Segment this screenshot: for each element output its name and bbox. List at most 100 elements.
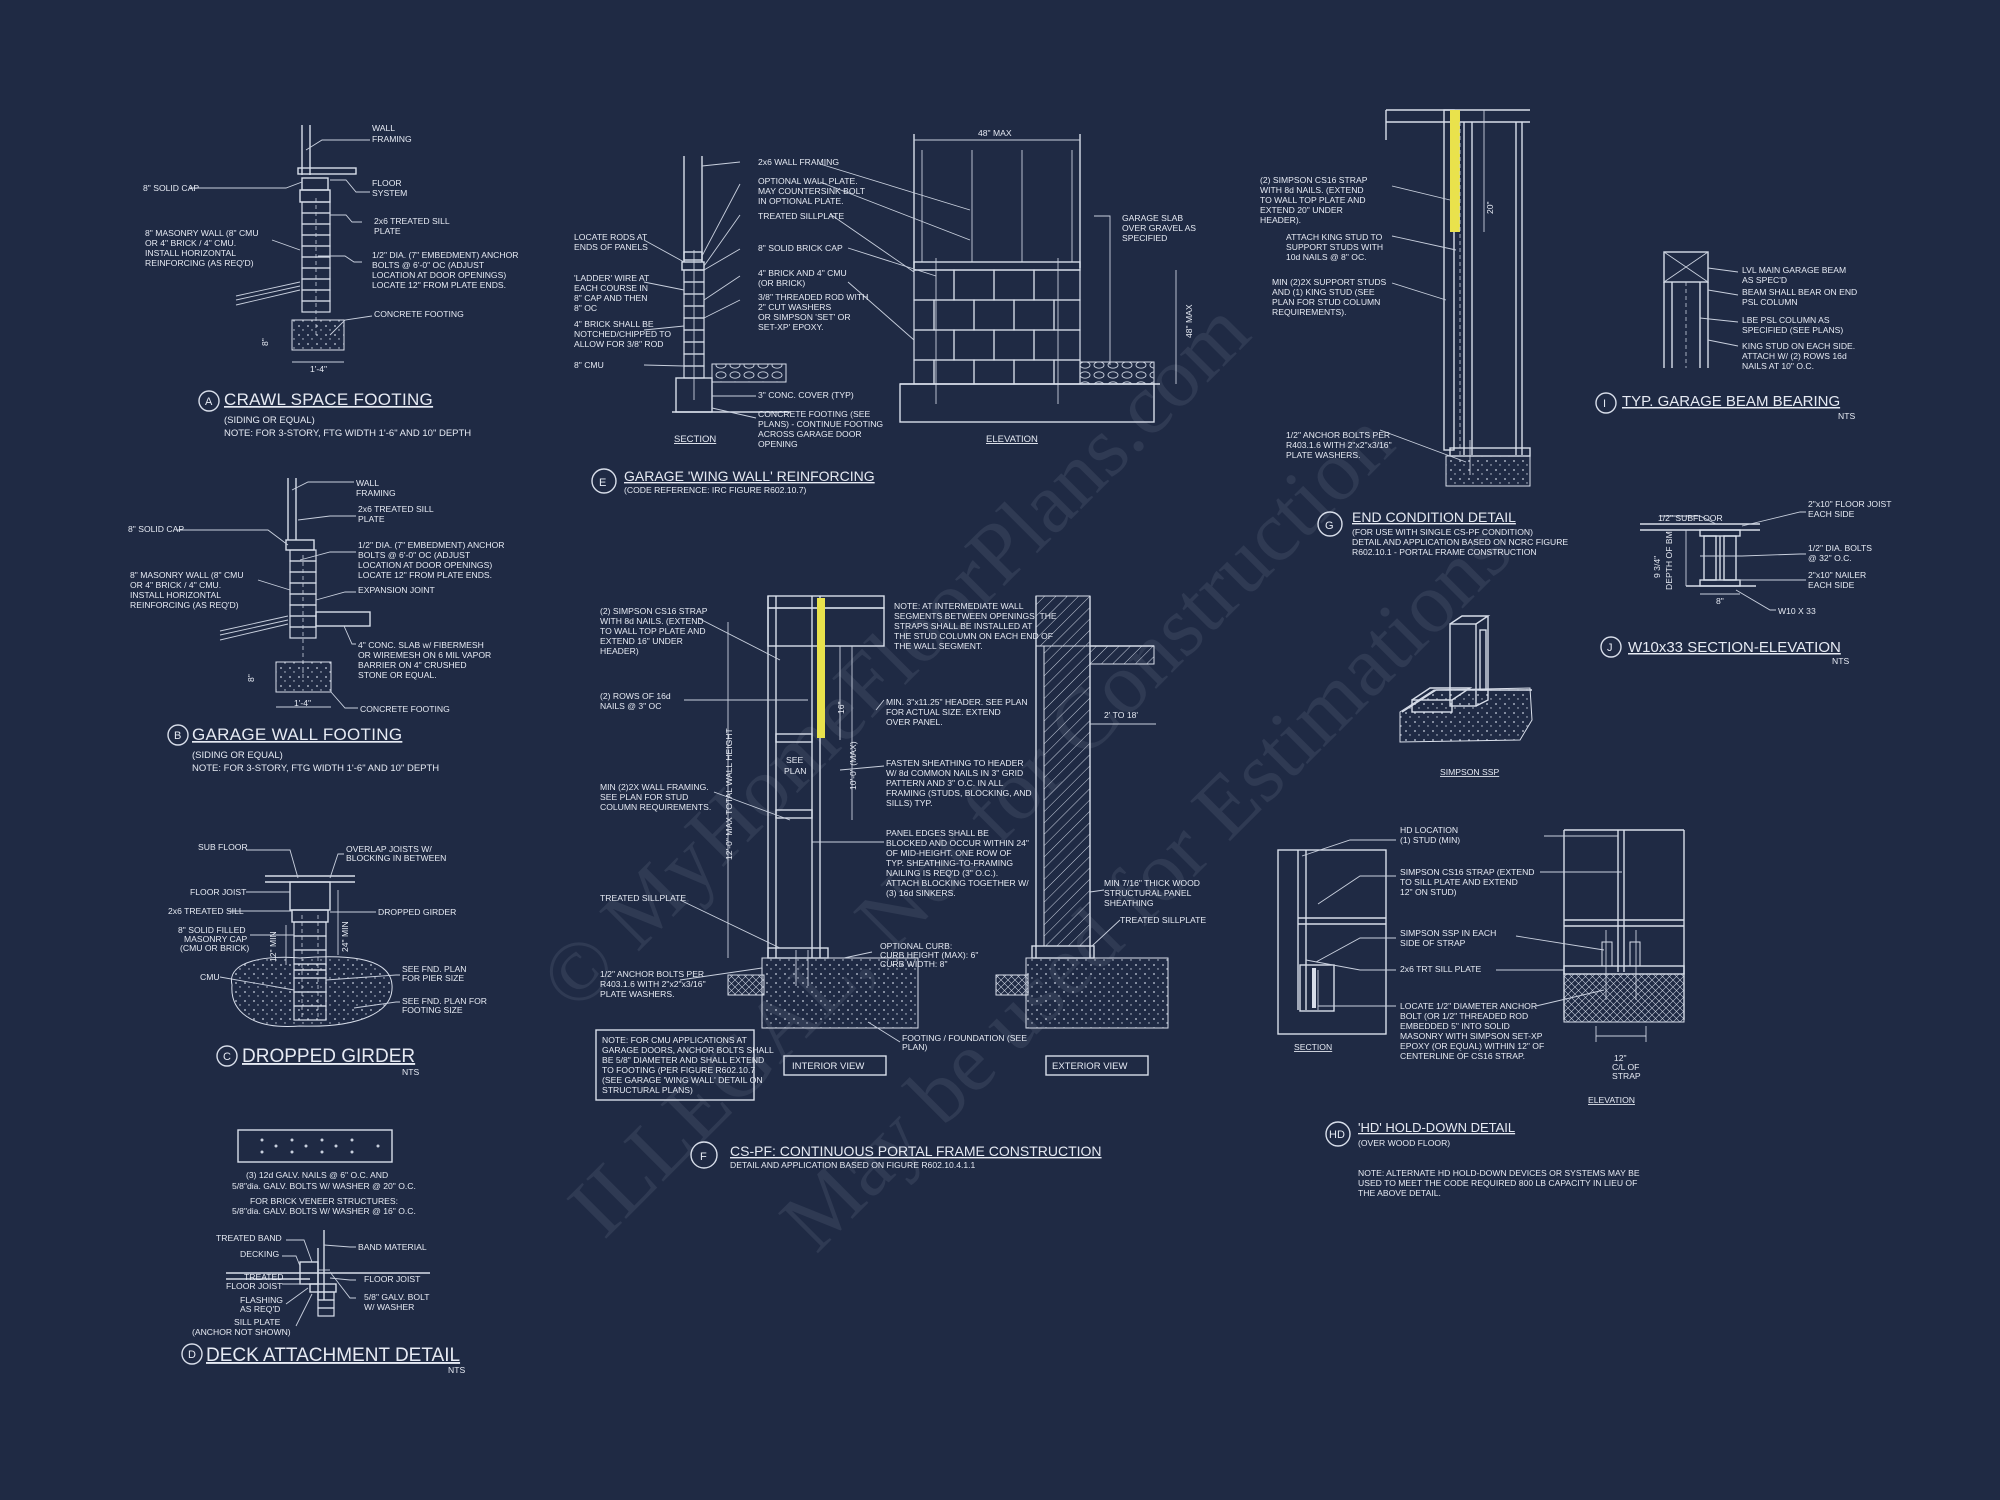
j-note-bolts-1: 1/2" DIA. BOLTS (1808, 543, 1872, 553)
d-note-treated-band: TREATED BAND (216, 1233, 282, 1243)
e-note-footing-3: ACROSS GARAGE DOOR (758, 429, 862, 439)
detail-c-notes: SUB FLOOR OVERLAP JOISTS W/ BLOCKING IN … (168, 842, 487, 1015)
e-note-framing: 2x6 WALL FRAMING (758, 157, 839, 167)
e-note-brick-cmu-1: 4" BRICK AND 4" CMU (758, 268, 847, 278)
detail-b-garage-wall-footing: 1'-4" 8" WALL FRAMING 8" SOLID CAP 2x6 T… (128, 478, 505, 774)
d-title: DECK ATTACHMENT DETAIL (206, 1345, 460, 1366)
f-note-curb-2: CURB HEIGHT (MAX): 6" (880, 950, 978, 960)
c-tag: C (223, 1051, 231, 1063)
hd-note-anchor-6: CENTERLINE OF CS16 STRAP. (1400, 1051, 1525, 1061)
e-dim-48max-side: 48" MAX (1184, 304, 1194, 338)
g-note-strap-1: (2) SIMPSON CS16 STRAP (1260, 175, 1368, 185)
f-sub1: DETAIL AND APPLICATION BASED ON FIGURE R… (730, 1160, 976, 1170)
a-note-wall: WALL (372, 123, 395, 133)
d-nts: NTS (448, 1365, 465, 1375)
d-note-floor-joist: FLOOR JOIST (364, 1274, 421, 1284)
f-note-panel-1: PANEL EDGES SHALL BE (886, 828, 989, 838)
j-note-bolts-2: @ 32" O.C. (1808, 553, 1852, 563)
hd-note-strap-1: SIMPSON CS16 STRAP (EXTEND (1400, 867, 1535, 877)
e-note-rods-1: LOCATE RODS AT (574, 232, 648, 242)
a-note-bolt-2: BOLTS @ 6'-0" OC (ADJUST (372, 260, 485, 270)
d-note-treated: TREATED (244, 1272, 283, 1282)
d-note-sill: SILL PLATE (234, 1317, 281, 1327)
f-cmu-note-6: STRUCTURAL PLANS) (602, 1085, 693, 1095)
f-note-header-3: OVER PANEL. (886, 717, 943, 727)
b-note-masonry-1: 8" MASONRY WALL (8" CMU (130, 570, 244, 580)
f-note-framing-3: COLUMN REQUIREMENTS. (600, 802, 711, 812)
a-dim-width: 1'-4" (310, 364, 327, 374)
detail-a-crawl-space-footing: 1'-4" 8" WALL FRAMING 8" SOLID CAP FLOOR… (143, 123, 519, 439)
e-note-ladder-2: EACH COURSE IN (574, 283, 648, 293)
detail-f-notes: (2) SIMPSON CS16 STRAP WITH 8d NAILS. (E… (600, 601, 1206, 1052)
detail-b-notes: WALL FRAMING 8" SOLID CAP 2x6 TREATED SI… (128, 478, 505, 714)
f-note-panel-3: OF MID-HEIGHT. ONE ROW OF (886, 848, 1012, 858)
detail-e-notes: 2x6 WALL FRAMING OPTIONAL WALL PLATE. MA… (574, 157, 1196, 449)
f-note-curb-3: CURB WIDTH: 8" (880, 959, 948, 969)
f-note-fasten-3: PATTERN AND 3" O.C. IN ALL (886, 778, 1004, 788)
d-note-band-material: BAND MATERIAL (358, 1242, 427, 1252)
f-note-strap-5: HEADER) (600, 646, 639, 656)
f-note-footing-2: PLAN) (902, 1042, 927, 1052)
f-note-anchor-3: PLATE WASHERS. (600, 989, 675, 999)
j-note-subfloor: 1/2" SUBFLOOR (1658, 513, 1723, 523)
e-note-slab-1: GARAGE SLAB (1122, 213, 1183, 223)
e-note-rods-2: ENDS OF PANELS (574, 242, 648, 252)
f-cmu-note-5: (SEE GARAGE 'WING WALL' DETAIL ON (602, 1075, 763, 1085)
c-note-dropped-girder: DROPPED GIRDER (378, 907, 456, 917)
f-note-panel-6: ATTACH BLOCKING TOGETHER W/ (886, 878, 1029, 888)
f-tag: F (700, 1151, 707, 1163)
f-note-fasten-2: W/ 8d COMMON NAILS IN 3" GRID (886, 768, 1023, 778)
i-note-king-3: NAILS AT 10" O.C. (1742, 361, 1814, 371)
b-note-slab-3: BARRIER ON 4" CRUSHED (358, 660, 467, 670)
e-note-slab-2: OVER GRAVEL AS (1122, 223, 1196, 233)
detail-i-notes: LVL MAIN GARAGE BEAM AS SPEC'D BEAM SHAL… (1742, 265, 1857, 371)
f-note-fasten-4: FRAMING (STUDS, BLOCKING, AND (886, 788, 1032, 798)
f-exterior-label: EXTERIOR VIEW (1052, 1061, 1128, 1072)
j-note-nailer-2: EACH SIDE (1808, 580, 1855, 590)
c-title: DROPPED GIRDER (242, 1046, 415, 1067)
f-note-framing-2: SEE PLAN FOR STUD (600, 792, 688, 802)
a-note-bolt-4: LOCATE 12" FROM PLATE ENDS. (372, 280, 506, 290)
detail-d-notes: (3) 12d GALV. NAILS @ 6" O.C. AND 5/8"di… (192, 1170, 430, 1337)
c-note-cmu: CMU (200, 972, 220, 982)
f-note-header-1: MIN. 3"x11.25" HEADER. SEE PLAN (886, 697, 1028, 707)
c-dim-12min: 12" MIN (268, 931, 278, 962)
a-note-masonry-1: 8" MASONRY WALL (8" CMU (145, 228, 259, 238)
f-note-rows-1: (2) ROWS OF 16d (600, 691, 671, 701)
c-note-cap-3: (CMU OR BRICK) (180, 943, 249, 953)
a-note-sill: 2x6 TREATED SILL (374, 216, 450, 226)
g-note-support-3: PLAN FOR STUD COLUMN (1272, 297, 1380, 307)
f-note-curb-1: OPTIONAL CURB: (880, 941, 952, 951)
f-note-fasten-5: SILLS) TYP. (886, 798, 933, 808)
c-note-cap-1: 8" SOLID FILLED (178, 925, 246, 935)
b-dim-depth: 8" (246, 674, 256, 682)
f-note-anchor-2: R403.1.6 WITH 2"x2"x3/16" (600, 979, 706, 989)
g-note-king-2: SUPPORT STUDS WITH (1286, 242, 1383, 252)
a-note-floor: FLOOR (372, 178, 402, 188)
f-note-panel-2: BLOCKED AND OCCUR WITHIN 24" (886, 838, 1029, 848)
g-note-support-4: REQUIREMENTS). (1272, 307, 1346, 317)
e-note-optional-1: OPTIONAL WALL PLATE. (758, 176, 858, 186)
detail-d-deck-attachment: (3) 12d GALV. NAILS @ 6" O.C. AND 5/8"di… (181, 1129, 465, 1375)
hd-note-anchor-2: BOLT (OR 1/2" THREADED ROD (1400, 1011, 1528, 1021)
c-dim-24min: 24" MIN (340, 921, 350, 952)
f-note-intermediate-3: STRAPS SHALL BE INSTALLED AT (894, 621, 1033, 631)
a-note-solid-cap: 8" SOLID CAP (143, 183, 199, 193)
g-note-anchor-3: PLATE WASHERS. (1286, 450, 1361, 460)
a-note-masonry-4: REINFORCING (AS REQ'D) (145, 258, 254, 268)
a-tag: A (205, 396, 213, 408)
b-note-wall: WALL (356, 478, 379, 488)
a-note-bolt-1: 1/2" DIA. (7" EMBEDMENT) ANCHOR (372, 250, 519, 260)
e-title: GARAGE 'WING WALL' REINFORCING (624, 468, 875, 484)
j-note-joist-1: 2"x10" FLOOR JOIST (1808, 499, 1892, 509)
e-note-rod-1: 3/8" THREADED ROD WITH (758, 292, 868, 302)
f-note-intermediate-4: THE STUD COLUMN ON EACH END OF (894, 631, 1053, 641)
a-sub1: (SIDING OR EQUAL) (224, 415, 315, 426)
e-note-footing-4: OPENING (758, 439, 798, 449)
f-cmu-note-1: NOTE: FOR CMU APPLICATIONS AT (602, 1035, 748, 1045)
f-note-strap-1: (2) SIMPSON CS16 STRAP (600, 606, 708, 616)
g-note-strap-2: WITH 8d NAILS. (EXTEND (1260, 185, 1364, 195)
hd-note-anchor-4: MASONRY WITH SIMPSON SET-XP (1400, 1031, 1543, 1041)
i-note-king-1: KING STUD ON EACH SIDE. (1742, 341, 1855, 351)
